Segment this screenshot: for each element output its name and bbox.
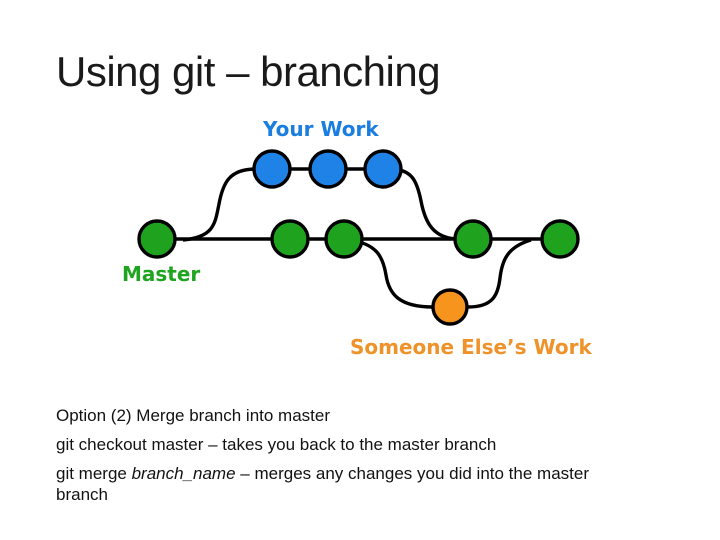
your-work-commit-node — [363, 149, 403, 189]
master-commit-node — [324, 219, 364, 259]
body-line-checkout: git checkout master – takes you back to … — [56, 435, 497, 454]
label-master: Master — [122, 262, 201, 286]
body-line-option: Option (2) Merge branch into master — [56, 406, 331, 425]
branch-merge-edge — [389, 167, 460, 241]
merge-text-prefix: git merge — [56, 464, 132, 483]
label-someone-elses-work: Someone Else’s Work — [350, 335, 592, 359]
merge-text-wrapped: branch — [56, 485, 108, 504]
someone-out-edge — [349, 238, 434, 309]
merge-branch-name-italic: branch_name — [131, 464, 236, 483]
label-your-work: Your Work — [263, 117, 379, 141]
someone-merge-edge — [467, 238, 532, 309]
master-commit-node — [453, 219, 493, 259]
merge-text-suffix: – merges any changes you did into the ma… — [235, 464, 589, 483]
branch-out-edge — [182, 167, 257, 242]
someone-else-commit-node — [431, 288, 469, 326]
master-commit-node — [137, 219, 177, 259]
your-work-commit-node — [252, 149, 292, 189]
your-work-commit-node — [308, 149, 348, 189]
master-commit-node — [540, 219, 580, 259]
page-title: Using git – branching — [56, 48, 441, 95]
master-commit-node — [270, 219, 310, 259]
body-line-merge: git merge branch_name – merges any chang… — [56, 463, 589, 505]
